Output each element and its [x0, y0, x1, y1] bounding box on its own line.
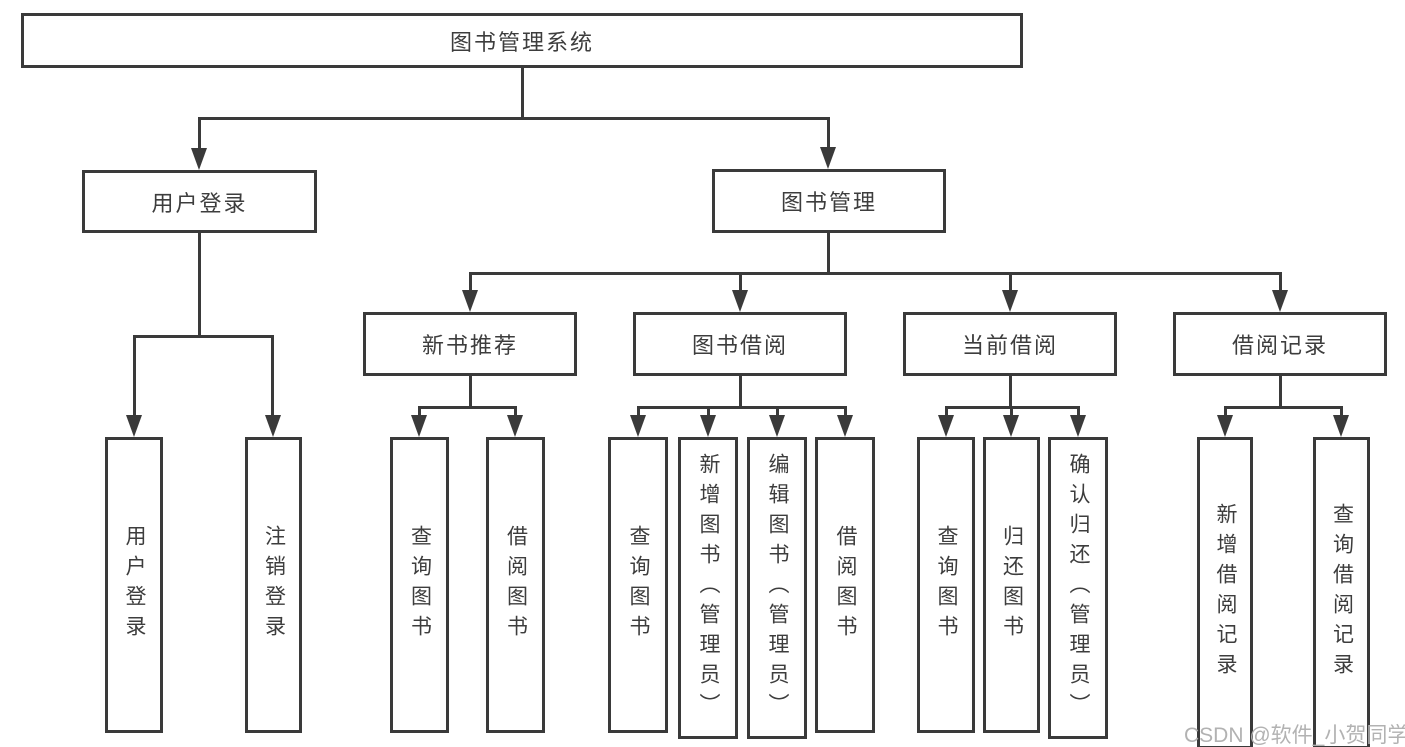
- connector-drop: [1009, 272, 1012, 292]
- leaf-borrow-book: 借阅图书: [486, 437, 545, 733]
- connector-drop: [1010, 406, 1013, 418]
- connector-drop: [739, 272, 742, 292]
- arrow-down-icon: [769, 415, 785, 437]
- arrow-down-icon: [191, 148, 207, 170]
- arrow-down-icon: [630, 415, 646, 437]
- connector-stem-records: [1279, 374, 1282, 409]
- leaf-borrow-book-2: 借阅图书: [815, 437, 875, 733]
- connector-drop: [776, 406, 779, 418]
- connector-rail-borrow: [637, 406, 847, 409]
- connector-drop: [418, 406, 421, 418]
- connector-drop: [133, 335, 136, 417]
- connector-drop: [945, 406, 948, 418]
- connector-rail-records: [1224, 406, 1342, 409]
- leaf-edit-book-admin: 编辑图书（管理员）: [747, 437, 807, 739]
- leaf-label: 查询借阅记录: [1330, 503, 1354, 683]
- leaf-label: 查询图书: [408, 525, 432, 645]
- arrow-down-icon: [265, 415, 281, 437]
- arrow-down-icon: [411, 415, 427, 437]
- arrow-down-icon: [126, 415, 142, 437]
- arrow-down-icon: [700, 415, 716, 437]
- csdn-watermark: CSDN @软件_小贺同学: [1184, 724, 1405, 747]
- connector-stem-borrow: [739, 374, 742, 409]
- arrow-down-icon: [938, 415, 954, 437]
- leaf-label: 新增借阅记录: [1214, 503, 1237, 683]
- connector-stem-book-management: [827, 231, 830, 274]
- leaf-query-book-2: 查询图书: [608, 437, 668, 733]
- leaf-label: 注销登录: [262, 525, 286, 645]
- leaf-label: 查询图书: [935, 525, 958, 645]
- connector-drop: [1224, 406, 1227, 418]
- connector-drop: [827, 117, 830, 150]
- connector-drop: [844, 406, 847, 418]
- leaf-query-book: 查询图书: [390, 437, 449, 733]
- leaf-label: 借阅图书: [834, 525, 857, 645]
- leaf-confirm-return-admin: 确认归还（管理员）: [1048, 437, 1108, 739]
- leaf-label: 确认归还（管理员）: [1067, 453, 1090, 723]
- arrow-down-icon: [1002, 290, 1018, 312]
- connector-stem-newbook: [469, 374, 472, 409]
- arrow-down-icon: [462, 290, 478, 312]
- arrow-down-icon: [507, 415, 523, 437]
- connector-stem-current: [1009, 374, 1012, 409]
- leaf-label: 编辑图书（管理员）: [766, 453, 789, 723]
- connector-rail-newbook: [418, 406, 517, 409]
- leaf-add-book-admin: 新增图书（管理员）: [678, 437, 738, 739]
- connector-drop: [198, 117, 201, 150]
- connector-drop: [707, 406, 710, 418]
- connector-stem-user-login: [198, 231, 201, 337]
- connector-drop: [1279, 272, 1282, 292]
- leaf-return-book: 归还图书: [983, 437, 1040, 733]
- connector-drop: [271, 335, 274, 417]
- leaf-query-borrow-record: 查询借阅记录: [1313, 437, 1370, 747]
- leaf-label: 归还图书: [1000, 525, 1024, 645]
- node-current-borrow: 当前借阅: [903, 312, 1117, 376]
- node-new-book-recommend: 新书推荐: [363, 312, 577, 376]
- node-borrow-records: 借阅记录: [1173, 312, 1387, 376]
- node-library-system: 图书管理系统: [21, 13, 1023, 68]
- leaf-query-book-3: 查询图书: [917, 437, 975, 733]
- leaf-add-borrow-record: 新增借阅记录: [1197, 437, 1253, 747]
- arrow-down-icon: [1217, 415, 1233, 437]
- connector-stem-root: [521, 66, 524, 120]
- leaf-label: 新增图书（管理员）: [697, 453, 720, 723]
- connector-drop: [514, 406, 517, 418]
- connector-drop: [1340, 406, 1343, 418]
- arrow-down-icon: [837, 415, 853, 437]
- node-book-management: 图书管理: [712, 169, 946, 233]
- connector-rail-level3: [469, 272, 1282, 275]
- arrow-down-icon: [1070, 415, 1086, 437]
- connector-drop: [1077, 406, 1080, 418]
- arrow-down-icon: [1272, 290, 1288, 312]
- arrow-down-icon: [1003, 415, 1019, 437]
- leaf-user-login: 用户登录: [105, 437, 163, 733]
- leaf-label: 用户登录: [123, 525, 146, 645]
- arrow-down-icon: [1333, 415, 1349, 437]
- connector-drop: [469, 272, 472, 292]
- connector-drop: [637, 406, 640, 418]
- leaf-label: 查询图书: [627, 525, 650, 645]
- connector-rail-user: [133, 335, 274, 338]
- node-book-borrow: 图书借阅: [633, 312, 847, 376]
- leaf-logout: 注销登录: [245, 437, 302, 733]
- leaf-label: 借阅图书: [504, 525, 528, 645]
- node-user-login: 用户登录: [82, 170, 317, 233]
- arrow-down-icon: [732, 290, 748, 312]
- connector-rail-level2: [198, 117, 830, 120]
- arrow-down-icon: [820, 147, 836, 169]
